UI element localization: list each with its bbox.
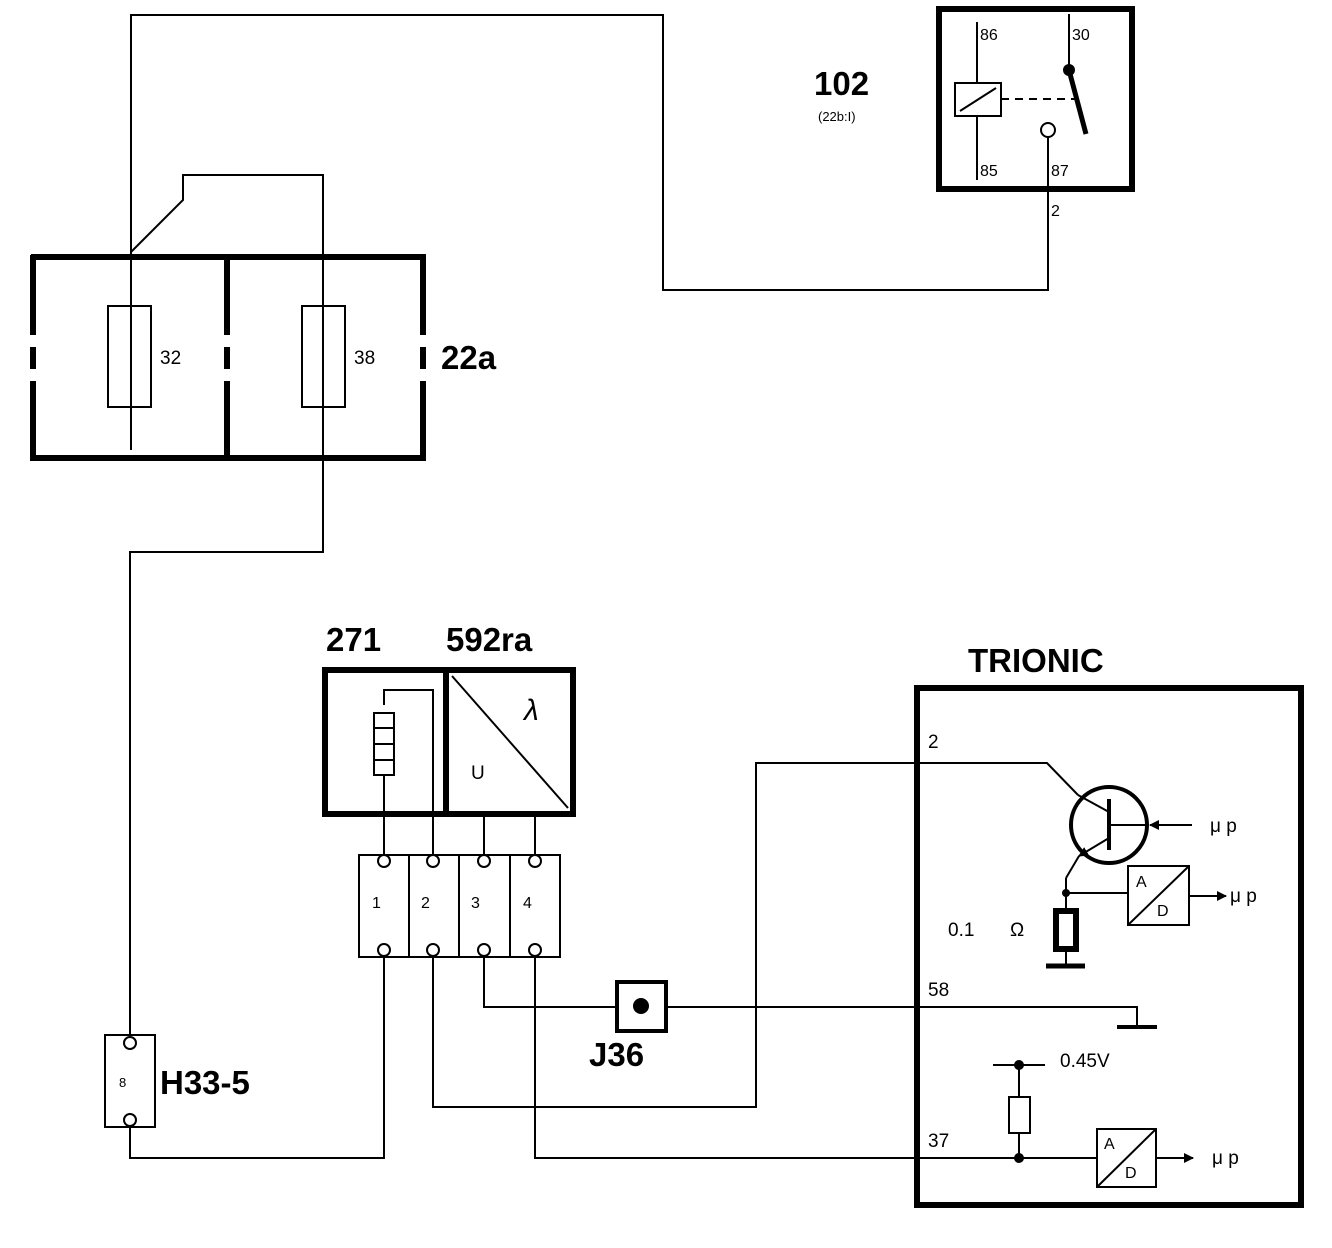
adc-2-a-label: A [1104,1136,1115,1153]
relay-pin-87-label: 87 [1051,163,1069,180]
wire-pin4-to-ecu37 [534,952,1097,1159]
ecu-pin-58-label: 58 [928,980,949,1001]
fusebox-id-label: 22a [441,339,497,376]
ground-point-j36: J36 [589,980,668,1073]
sensor-diagonal [451,675,569,809]
connector-cell-2 [408,854,460,958]
relay-102: 86 30 85 87 2 102 (22b:I) [814,6,1135,220]
adc-1-mcu-label: μ p [1230,886,1257,907]
ecu-title: TRIONIC [968,642,1104,679]
relay-id-label: 102 [814,65,869,102]
harness-pin-label: 8 [119,1075,126,1090]
sensor-connector: 1 2 3 4 [358,854,561,958]
connector-cell-3 [458,854,511,958]
relay-ref-label: (22b:I) [818,109,856,124]
fuse-32 [107,305,152,408]
relay-pin-30-label: 30 [1072,27,1090,44]
adc-1-d-label: D [1157,903,1169,920]
trionic-ecu: TRIONIC 2 58 37 μ p 0.1 Ω A D μ p [914,642,1304,1208]
wire-fuse32-to-relay87 [130,14,1049,450]
wire-fuse32-feed [130,174,324,255]
adc-1-a-label: A [1136,874,1147,891]
sensor-u-label: U [471,763,485,784]
wire-heater-lead-b [383,689,434,858]
ecu-pin-37-label: 37 [928,1131,949,1152]
connector-pin-4-label: 4 [523,895,532,912]
fuse-38-label: 38 [354,348,375,369]
shunt-value-label: 0.1 [948,920,974,941]
connector-pin-3-label: 3 [471,895,480,912]
fuse-32-label: 32 [160,348,181,369]
relay-contact-87 [1040,122,1056,138]
ecu-housing [914,685,1304,1208]
relay-pivot [1063,64,1075,76]
sensor-lambda-label: λ [522,694,539,727]
ref-voltage-label: 0.45V [1060,1051,1110,1072]
fusebox-22a: 32 38 22a [30,254,497,461]
adc-2-d-label: D [1125,1165,1137,1182]
j36-label: J36 [589,1036,644,1073]
relay-pin-85-label: 85 [980,163,998,180]
relay-housing [936,6,1135,192]
shunt-resistor [1053,908,1079,952]
wire-j36-to-ecu58 [667,1006,1138,1025]
sensor-id-label: 592ra [446,621,533,658]
bias-resistor [1008,1096,1031,1134]
wire-pin2-to-ecu2 [432,762,1079,1108]
adc-2-mcu-label: μ p [1212,1148,1239,1169]
wire-pin3-to-j36 [483,952,617,1008]
wire-fuse38-to-harness [129,255,324,1038]
harness-connector-h33-5: 8 H33-5 [104,1034,250,1128]
connector-cell-1 [358,854,410,958]
relay-switch-arm [1066,69,1089,135]
connector-cell-4 [509,854,561,958]
connector-pin-2-label: 2 [421,895,430,912]
transistor-mcu-label: μ p [1210,816,1237,837]
lambda-sensor-assembly: U λ 271 592ra [322,621,576,817]
heater-id-label: 271 [326,621,381,658]
harness-id-label: H33-5 [160,1064,250,1101]
ohm-symbol: Ω [1010,920,1024,941]
wire-harness-to-pin1 [129,952,385,1159]
relay-out-wire-label: 2 [1051,203,1060,220]
connector-pin-1-label: 1 [372,895,381,912]
relay-pin-86-label: 86 [980,27,998,44]
ecu-pin-2-label: 2 [928,732,939,753]
